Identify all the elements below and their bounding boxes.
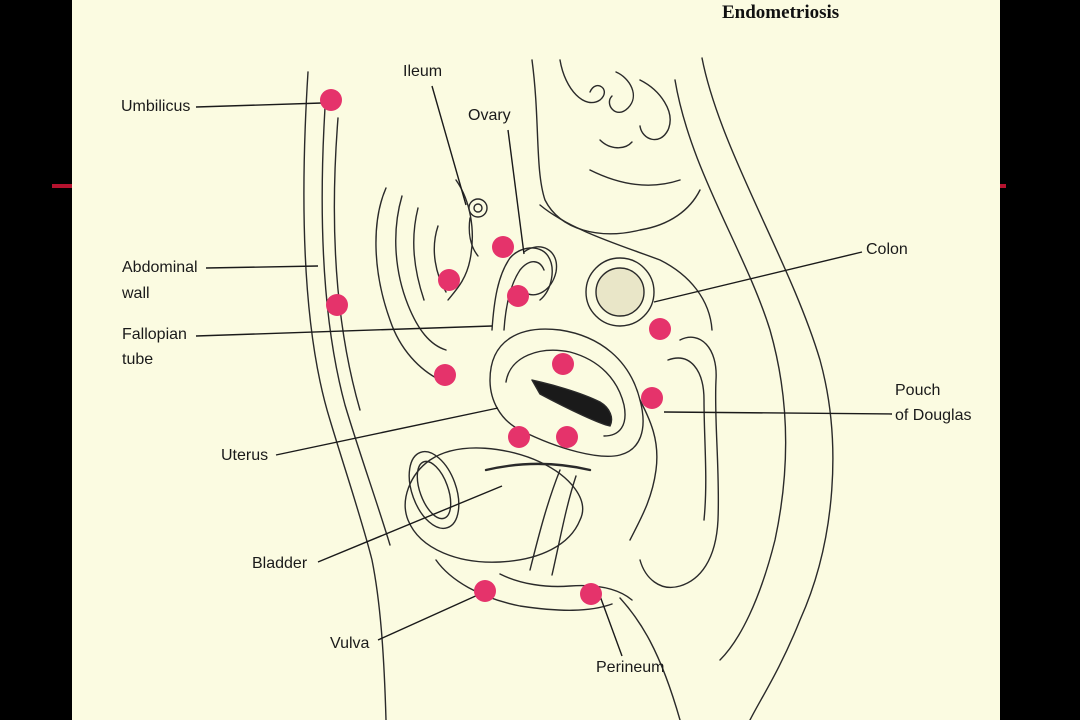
label-fallopian-tube-line2: tube xyxy=(122,351,154,368)
abdominal-wall-outer xyxy=(303,71,387,720)
colon-loops xyxy=(531,59,701,235)
lesion-abdominal-wall xyxy=(326,294,348,316)
back-contour xyxy=(701,57,834,720)
label-ovary: Ovary xyxy=(468,107,511,124)
illustration-paper xyxy=(72,0,1000,720)
lesion-ileum xyxy=(438,269,460,291)
uterus-inner xyxy=(505,349,626,437)
lesion-pouch-of-douglas xyxy=(641,387,663,409)
vulva-contour xyxy=(435,559,613,611)
leader-ileum xyxy=(431,85,467,206)
label-umbilicus: Umbilicus xyxy=(121,98,191,115)
label-fallopian-tube-line1: Fallopian xyxy=(122,326,187,343)
leader-umbilicus xyxy=(195,102,323,108)
ovary-outline xyxy=(523,246,558,296)
label-abdominal-wall-line1: Abdominal xyxy=(122,259,198,276)
colon-cross-section-outer xyxy=(585,257,655,327)
label-vulva: Vulva xyxy=(330,635,370,652)
abdominal-wall-line xyxy=(333,117,361,411)
lesion-colon xyxy=(649,318,671,340)
leader-perineum xyxy=(599,595,623,657)
label-pouch-of-douglas-line2: of Douglas xyxy=(895,407,972,424)
ileum-cross-section xyxy=(468,198,488,218)
bladder-outline xyxy=(404,447,584,563)
symphysis xyxy=(408,450,460,530)
abdominal-wall-inner xyxy=(321,91,391,546)
label-pouch-of-douglas-line1: Pouch xyxy=(895,382,941,399)
lesion-vulva xyxy=(474,580,496,602)
vagina xyxy=(529,469,561,571)
leader-uterus xyxy=(275,407,499,456)
label-bladder: Bladder xyxy=(252,555,308,572)
ileum-loops xyxy=(375,187,441,381)
lesion-ovary xyxy=(507,285,529,307)
lesion-ileum-lower xyxy=(434,364,456,386)
lesion-uterus-anterior xyxy=(508,426,530,448)
leader-pouch-of-douglas xyxy=(663,411,893,415)
lesion-ovary-upper xyxy=(492,236,514,258)
lesion-uterus-cervix xyxy=(556,426,578,448)
label-uterus: Uterus xyxy=(221,447,269,464)
leader-bladder xyxy=(317,485,503,563)
pouch-curve xyxy=(629,399,658,541)
leader-colon xyxy=(653,251,863,303)
fallopian-tube xyxy=(491,247,553,331)
lesion-perineum xyxy=(580,583,602,605)
label-colon: Colon xyxy=(866,241,908,258)
label-ileum: Ileum xyxy=(403,63,443,80)
lesion-umbilicus xyxy=(320,89,342,111)
leader-fallopian-tube xyxy=(195,325,493,337)
leader-ovary xyxy=(507,129,525,255)
label-abdominal-wall-line2: wall xyxy=(122,285,150,302)
uterine-cavity xyxy=(531,379,613,427)
leader-vulva xyxy=(377,593,481,641)
perineum-contour xyxy=(499,573,633,601)
back-contour-inner xyxy=(674,79,787,661)
leader-abdominal-wall xyxy=(205,265,319,269)
label-perineum: Perineum xyxy=(596,659,665,676)
peritoneum xyxy=(539,204,713,331)
rectum xyxy=(639,336,720,589)
diagram-title: Endometriosis xyxy=(722,2,840,23)
lesion-uterus-fundus xyxy=(552,353,574,375)
